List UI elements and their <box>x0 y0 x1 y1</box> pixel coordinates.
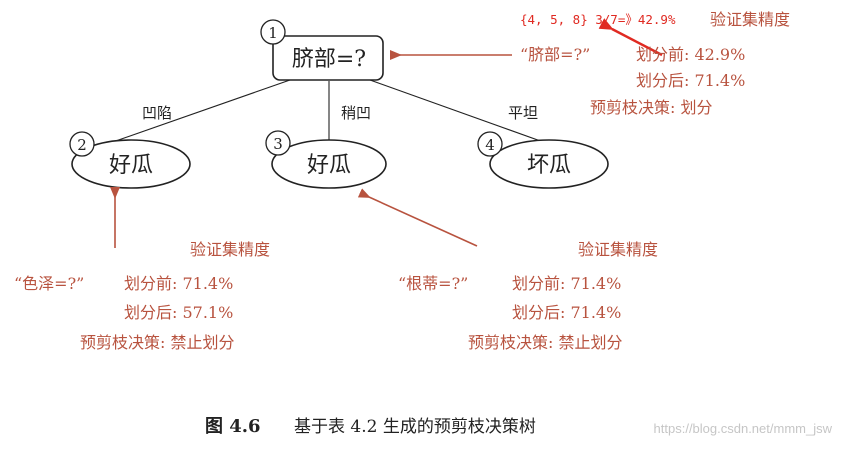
left-annotation-before: 划分前: 71.4% <box>124 274 233 293</box>
middle-annotation-title: 验证集精度 <box>578 240 658 259</box>
middle-annotation-question: “根蒂=?” <box>398 274 468 293</box>
root-annotation-question: “脐部=?” <box>520 45 590 64</box>
leaf-node-2-number: 2 <box>77 136 87 154</box>
middle-annotation-before: 划分前: 71.4% <box>512 274 621 293</box>
edge-label-left: 凹陷 <box>142 104 172 122</box>
middle-annotation-arrow <box>357 188 478 247</box>
left-annotation-title: 验证集精度 <box>190 240 270 259</box>
leaf-node-3-label: 好瓜 <box>307 153 351 178</box>
leaf-node-2-label: 好瓜 <box>109 153 153 178</box>
root-node-number-badge <box>260 19 286 45</box>
root-node-number: 1 <box>268 24 278 42</box>
left-annotation-question: “色泽=?” <box>14 274 84 293</box>
root-annotation-before: 划分前: 42.9% <box>636 45 745 64</box>
root-node-label: 脐部=? <box>292 47 366 72</box>
top-note-calculation: {4, 5, 8} 3/7=》42.9% <box>520 12 676 27</box>
figure-caption-text: 基于表 4.2 生成的预剪枝决策树 <box>294 417 536 437</box>
leaf-node-2-number-badge <box>69 131 95 157</box>
leaf-node-3 <box>271 139 387 189</box>
root-annotation-after: 划分后: 71.4% <box>636 71 745 90</box>
edge-label-middle: 稍凹 <box>341 104 371 122</box>
edge-root-to-leaf-4 <box>369 79 561 149</box>
root-node <box>272 35 384 81</box>
leaf-node-4-label: 坏瓜 <box>527 153 571 178</box>
leaf-node-4-number-badge <box>477 131 503 157</box>
root-annotation-decision: 预剪枝决策: 划分 <box>590 98 712 117</box>
figure-caption-label: 图 4.6 <box>205 416 261 437</box>
top-note-arrow <box>598 18 663 57</box>
edge-label-right: 平坦 <box>508 104 538 122</box>
leaf-node-4 <box>489 139 609 189</box>
leaf-node-3-number: 3 <box>273 135 283 153</box>
edge-root-to-leaf-2 <box>89 79 291 151</box>
middle-annotation-decision: 预剪枝决策: 禁止划分 <box>468 333 622 352</box>
left-annotation-decision: 预剪枝决策: 禁止划分 <box>80 333 234 352</box>
watermark: https://blog.csdn.net/mmm_jsw <box>654 421 833 436</box>
top-note-title: 验证集精度 <box>710 10 790 29</box>
leaf-node-4-number: 4 <box>485 136 495 154</box>
middle-annotation-after: 划分后: 71.4% <box>512 303 621 322</box>
left-annotation-after: 划分后: 57.1% <box>124 303 233 322</box>
leaf-node-2 <box>71 139 191 189</box>
leaf-node-3-number-badge <box>265 130 291 156</box>
